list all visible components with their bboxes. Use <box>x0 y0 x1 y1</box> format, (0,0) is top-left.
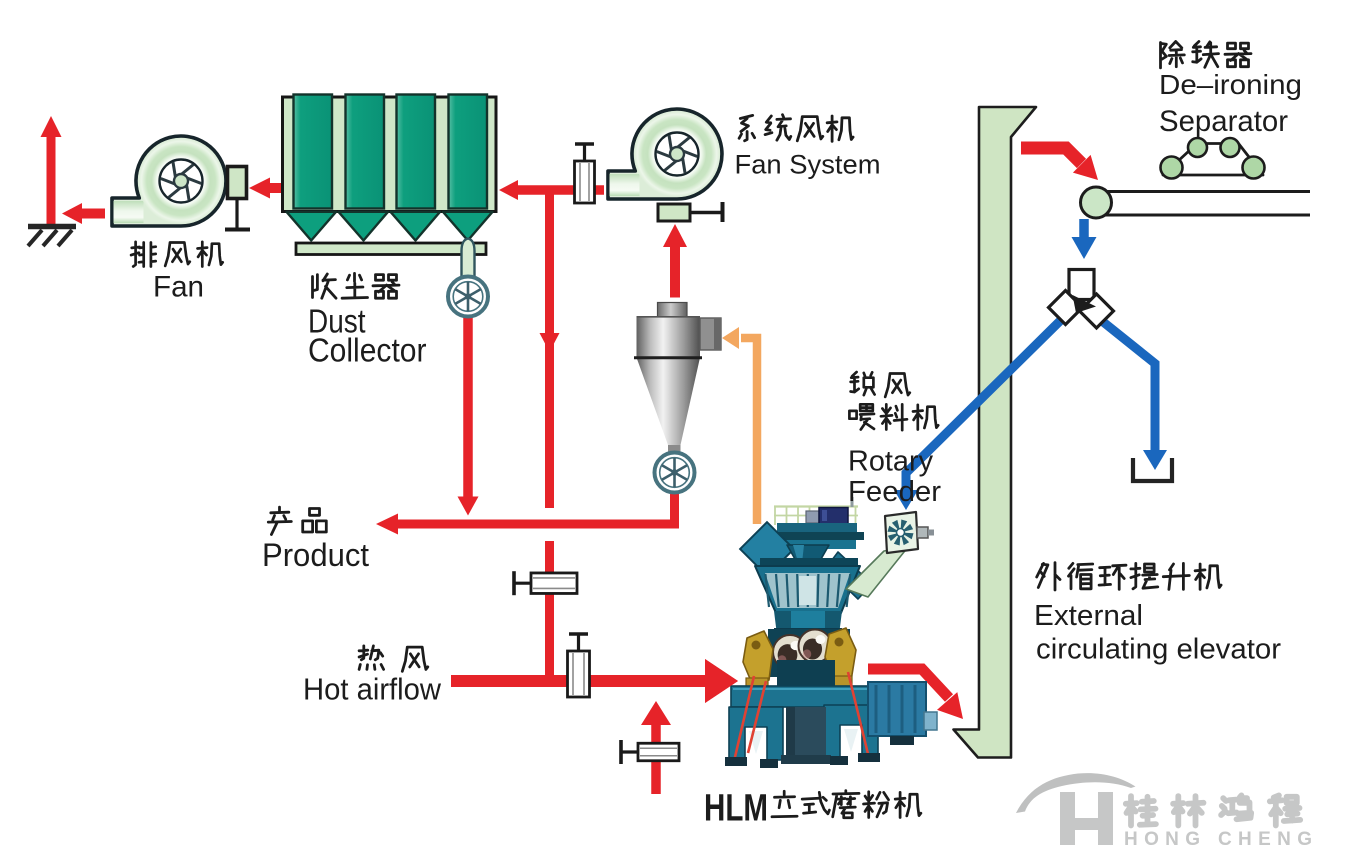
svg-text:Rotary: Rotary <box>848 446 933 478</box>
svg-text:circulating elevator: circulating elevator <box>1036 634 1281 666</box>
svg-text:Fan: Fan <box>153 271 204 304</box>
svg-text:Fan System: Fan System <box>735 150 881 180</box>
svg-text:External: External <box>1034 600 1143 632</box>
svg-text:Dust: Dust <box>308 303 366 340</box>
svg-text:HONG CHENG: HONG CHENG <box>1124 829 1312 850</box>
svg-text:Hot airflow: Hot airflow <box>303 672 442 707</box>
svg-text:Collector: Collector <box>308 332 427 369</box>
svg-text:Feeder: Feeder <box>848 476 941 508</box>
svg-text:Separator: Separator <box>1159 105 1288 138</box>
svg-text:HLM: HLM <box>704 788 768 830</box>
svg-text:Product: Product <box>262 537 369 573</box>
svg-text:De–ironing: De–ironing <box>1159 69 1302 100</box>
